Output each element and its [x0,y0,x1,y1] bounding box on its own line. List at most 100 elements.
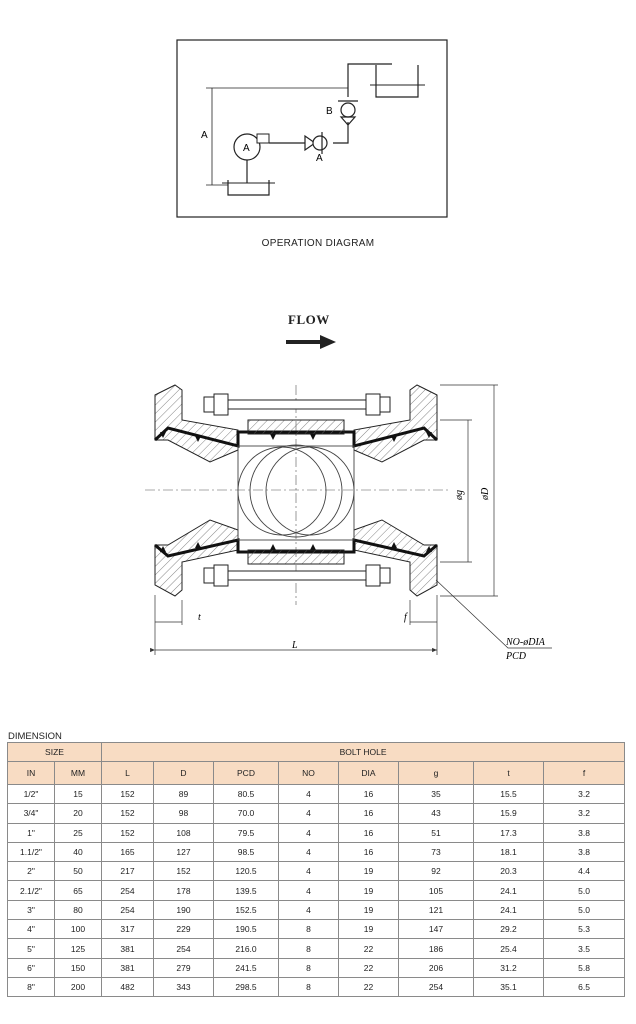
table-cell: 80.5 [213,783,279,805]
table-cell: 25.4 [473,938,544,959]
diagram-frame [176,39,448,218]
table-cell: 186 [398,938,474,959]
table-cell: 1" [7,822,55,843]
piping [269,63,392,144]
table-cell: 317 [101,919,154,940]
column-header: IN [7,761,55,785]
table-cell: 17.3 [473,822,544,843]
table-cell: 3.5 [542,938,626,959]
table-cell: 217 [101,861,154,882]
table-cell: 152 [153,861,214,882]
table-cell: 2.1/2" [7,880,55,901]
column-header: MM [54,761,102,785]
table-cell: 16 [338,841,399,863]
operation-diagram-caption: OPERATION DIAGRAM [261,238,375,249]
table-cell: 343 [153,976,214,998]
table-cell: 70.0 [213,803,279,824]
table-cell: 150 [54,957,102,978]
left-flange [154,384,239,597]
table-cell: 241.5 [213,957,279,978]
label-t: t [198,612,201,623]
table-cell: 6" [7,957,55,978]
table-cell: 5.3 [542,919,626,940]
column-header: f [542,761,626,785]
table-cell: 152 [101,822,154,843]
table-cell: 8 [278,938,339,959]
table-cell: 190 [153,899,214,921]
table-cell: 4 [278,841,339,863]
table-cell: 20 [54,803,102,824]
table-cell: 20.3 [473,861,544,882]
table-cell: 31.2 [473,957,544,978]
flow-label: FLOW [288,312,330,327]
table-cell: 8 [278,976,339,998]
column-header: DIA [338,761,399,785]
table-cell: 216.0 [213,938,279,959]
table-cell: 298.5 [213,976,279,998]
table-cell: 65 [54,880,102,901]
label-g: øg [454,490,465,501]
table-cell: 190.5 [213,919,279,940]
dimension-lines [150,384,552,655]
table-cell: 19 [338,861,399,882]
table-cell: 108 [153,822,214,843]
table-cell: 8 [278,957,339,978]
table-cell: 200 [54,976,102,998]
table-cell: 1/2" [7,783,55,805]
table-cell: 89 [153,783,214,805]
table-cell: 127 [153,841,214,863]
table-cell: 147 [398,919,474,940]
check-valve-b [338,100,358,126]
table-cell: 279 [153,957,214,978]
table-cell: 254 [101,880,154,901]
bottom-body [247,549,345,565]
column-header: L [101,761,154,785]
table-cell: 15.9 [473,803,544,824]
sight-window [237,444,355,541]
table-cell: 5.8 [542,957,626,978]
table-cell: 16 [338,783,399,805]
table-cell: 4 [278,803,339,824]
top-bolt [203,393,391,416]
table-cell: 24.1 [473,880,544,901]
table-cell: 15 [54,783,102,805]
table-cell: 29.2 [473,919,544,940]
seal-markers [160,432,432,552]
table-cell: 22 [338,976,399,998]
label-dimension-a: A [201,130,208,141]
label-no-dia: NO-øDIA [505,637,546,648]
table-cell: 152.5 [213,899,279,921]
table-cell: 3.2 [542,803,626,824]
label-D: øD [480,487,491,501]
table-cell: 22 [338,957,399,978]
table-cell: 152 [101,783,154,805]
table-cell: 3" [7,899,55,921]
label-pcd: PCD [505,651,527,662]
flow-arrow [286,335,336,349]
label-f: f [404,612,408,623]
table-cell: 121 [398,899,474,921]
table-cell: 2" [7,861,55,882]
table-cell: 4" [7,919,55,940]
header-size: SIZE [7,742,102,762]
column-header: PCD [213,761,279,785]
table-cell: 152 [101,803,154,824]
label-pump-a: A [243,143,250,154]
table-cell: 40 [54,841,102,863]
table-cell: 100 [54,919,102,940]
table-cell: 165 [101,841,154,863]
table-cell: 381 [101,957,154,978]
table-cell: 79.5 [213,822,279,843]
height-dimension-line [206,87,348,186]
table-cell: 80 [54,899,102,921]
